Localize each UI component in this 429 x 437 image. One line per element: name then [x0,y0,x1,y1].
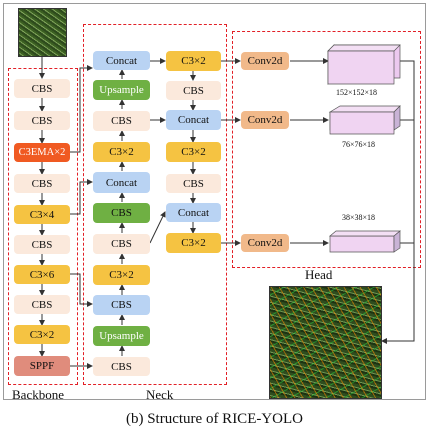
neck-concat-4: Concat [166,203,221,222]
backbone-c3x2: C3×2 [14,325,70,344]
neck-region [83,24,227,385]
figure-frame [3,3,426,400]
backbone-c3x6: C3×6 [14,265,70,284]
backbone-cbs-2: CBS [14,111,70,130]
neck-concat-3: Concat [166,110,221,130]
tensor-2-dim: 76×76×18 [342,140,376,149]
figure-caption: (b) Structure of RICE-YOLO [125,411,304,427]
tensor-2 [328,105,401,135]
backbone-cbs-4: CBS [14,235,70,254]
backbone-cbs-3: CBS [14,174,70,193]
neck-cbs-4: CBS [93,357,150,376]
neck-cbs-5: CBS [166,81,221,100]
neck-cbs-2: CBS [93,234,150,254]
head-conv2d-2: Conv2d [241,111,289,129]
neck-upsample-2: Upsample [93,326,150,346]
neck-c3x2-2: C3×2 [93,265,150,285]
backbone-c3ema: C3EMA×2 [14,143,70,162]
neck-cbs-1: CBS [93,111,150,131]
backbone-c3x4: C3×4 [14,205,70,224]
backbone-label: Backbone [12,387,64,402]
head-label: Head [305,267,333,282]
neck-cbs-green: CBS [93,203,150,223]
tensor-3 [329,230,401,253]
output-tensors [327,44,401,253]
neck-c3x2-3: C3×2 [166,51,221,71]
neck-c3x2-4: C3×2 [166,142,221,162]
neck-concat-2: Concat [93,172,150,193]
tensor-3-dim: 38×38×18 [342,213,376,222]
input-rice-image [18,8,67,57]
neck-cbs-6: CBS [166,174,221,193]
backbone-cbs-5: CBS [14,295,70,314]
backbone-sppf: SPPF [14,356,70,376]
head-conv2d-3: Conv2d [241,234,289,252]
neck-label: Neck [146,387,174,402]
neck-concat-1: Concat [93,51,150,70]
neck-c3x2-1: C3×2 [93,142,150,162]
backbone-region [8,68,78,385]
output-detection-image [269,286,382,399]
neck-upsample-1: Upsample [93,80,150,100]
tensor-1 [327,44,401,85]
backbone-cbs-1: CBS [14,79,70,98]
tensor-1-dim: 152×152×18 [336,88,378,97]
neck-cbs-3: CBS [93,295,150,315]
neck-c3x2-5: C3×2 [166,233,221,253]
head-conv2d-1: Conv2d [241,52,289,70]
head-region [232,31,421,268]
